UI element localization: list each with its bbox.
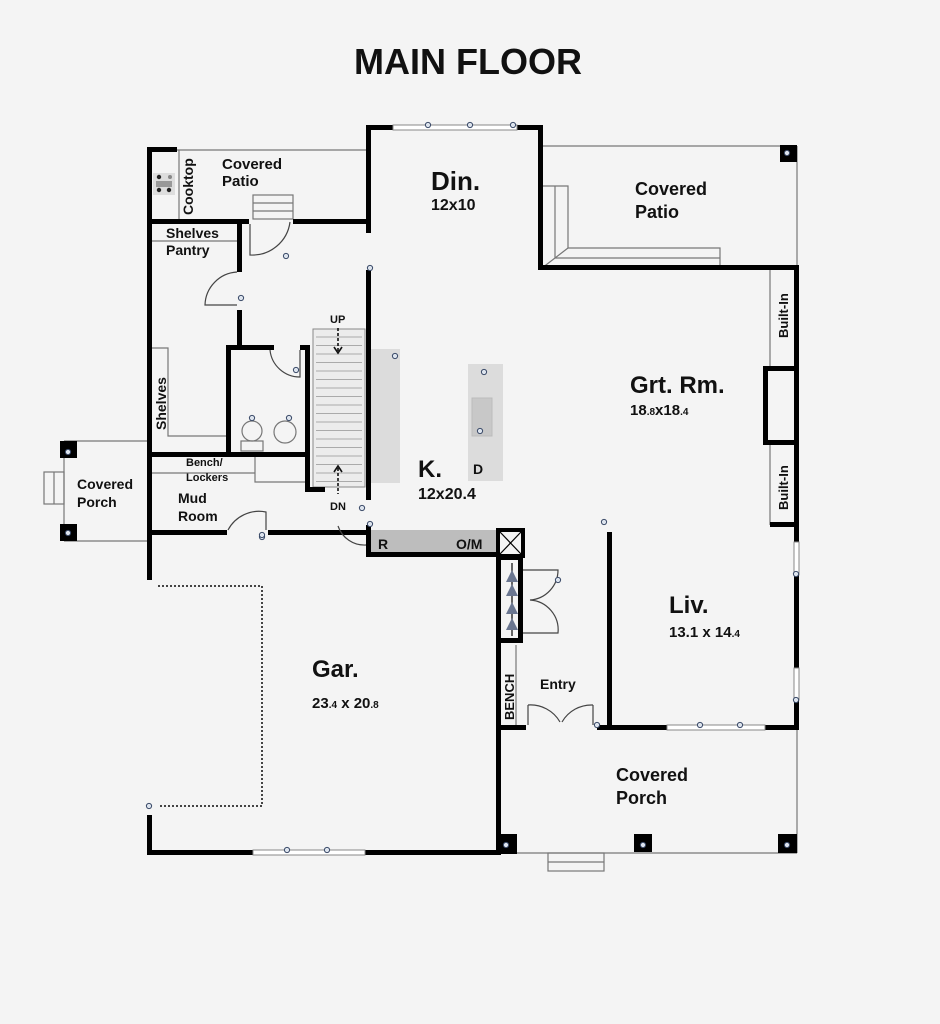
outlet-icon bbox=[64, 529, 72, 537]
garage-size: 23.4 x 20.8 bbox=[312, 695, 379, 712]
outlet-icon bbox=[145, 802, 153, 810]
toilet-icon bbox=[240, 420, 264, 452]
outlet-icon bbox=[258, 531, 266, 539]
outlet-icon bbox=[391, 352, 399, 360]
covered-patio-right-label-1: Covered bbox=[635, 179, 707, 199]
outlet-icon bbox=[554, 576, 562, 584]
sink-icon bbox=[471, 397, 493, 437]
outlet-icon bbox=[792, 696, 800, 704]
outlet-icon bbox=[480, 368, 488, 376]
entry-bench-label: BENCH bbox=[502, 674, 517, 720]
bench-label: Bench/ bbox=[186, 457, 223, 469]
outlet-icon bbox=[366, 520, 374, 528]
outlet-icon bbox=[323, 846, 331, 854]
stairs-up-label: UP bbox=[330, 314, 345, 326]
stair-arrows bbox=[333, 328, 343, 494]
outlet-icon bbox=[736, 721, 744, 729]
oven-label: O/M bbox=[456, 536, 482, 552]
kitchen-counter bbox=[370, 349, 400, 483]
built-in-bottom-label: Built-In bbox=[776, 465, 791, 510]
outlet-icon bbox=[292, 366, 300, 374]
appliance-counter bbox=[368, 530, 496, 554]
great-room-size: 18.8x18.4 bbox=[630, 402, 689, 419]
outlet-icon bbox=[424, 121, 432, 129]
coat-hooks bbox=[506, 563, 518, 636]
outlet-icon bbox=[237, 294, 245, 302]
covered-porch-left-label-1: Covered bbox=[77, 476, 133, 492]
pantry-shelves-label: Shelves bbox=[166, 225, 219, 241]
mud-room-label-1: Mud bbox=[178, 490, 207, 506]
living-size: 13.1 x 14.4 bbox=[669, 624, 740, 641]
shelves-label: Shelves bbox=[153, 377, 169, 430]
electrical-outlets bbox=[64, 121, 800, 854]
sink-basin-icon bbox=[273, 420, 297, 444]
outlet-icon bbox=[366, 264, 374, 272]
dining-size: 12x10 bbox=[431, 197, 476, 214]
outlet-icon bbox=[476, 427, 484, 435]
entry-label: Entry bbox=[540, 676, 576, 692]
outlet-icon bbox=[792, 570, 800, 578]
covered-porch-left-label-2: Porch bbox=[77, 494, 117, 510]
room-labels: Covered Patio Cooktop Shelves Pantry She… bbox=[77, 156, 791, 808]
outlet-icon bbox=[282, 252, 290, 260]
plan-title: MAIN FLOOR bbox=[354, 41, 582, 82]
cooktop-label: Cooktop bbox=[180, 158, 196, 215]
outlet-icon bbox=[285, 414, 293, 422]
dining-label: Din. bbox=[431, 166, 480, 196]
covered-porch-front-label-1: Covered bbox=[616, 765, 688, 785]
covered-patio-left-label-2: Patio bbox=[222, 173, 259, 190]
outlet-icon bbox=[783, 841, 791, 849]
windows bbox=[252, 124, 800, 856]
lockers-label: Lockers bbox=[186, 472, 228, 484]
covered-patio-left-label-1: Covered bbox=[222, 156, 282, 173]
walls bbox=[60, 125, 799, 855]
outlet-icon bbox=[502, 841, 510, 849]
stairs-down-label: DN bbox=[330, 501, 346, 513]
outlet-icon bbox=[696, 721, 704, 729]
outlet-icon bbox=[509, 121, 517, 129]
outlet-icon bbox=[358, 504, 366, 512]
built-in-top-label: Built-In bbox=[776, 293, 791, 338]
outdoor-outlines bbox=[43, 145, 798, 872]
garage-parking-outline bbox=[158, 585, 263, 807]
covered-porch-front-label-2: Porch bbox=[616, 788, 667, 808]
fridge-label: R bbox=[378, 536, 388, 552]
covered-patio-right-label-2: Patio bbox=[635, 202, 679, 222]
outlet-icon bbox=[283, 846, 291, 854]
outlet-icon bbox=[248, 414, 256, 422]
living-label: Liv. bbox=[669, 592, 709, 619]
outlet-icon bbox=[466, 121, 474, 129]
outlet-icon bbox=[593, 721, 601, 729]
staircase bbox=[316, 336, 362, 482]
cooktop-icon bbox=[153, 173, 175, 195]
great-room-label: Grt. Rm. bbox=[630, 372, 725, 399]
kitchen-size: 12x20.4 bbox=[418, 486, 476, 503]
island-label: D bbox=[473, 461, 483, 477]
outlet-icon bbox=[639, 841, 647, 849]
mud-room-label-2: Room bbox=[178, 508, 218, 524]
kitchen-label: K. bbox=[418, 456, 442, 483]
doors bbox=[204, 221, 594, 725]
outlet-icon bbox=[783, 149, 791, 157]
outlet-icon bbox=[600, 518, 608, 526]
outlet-icon bbox=[64, 448, 72, 456]
pantry-label: Pantry bbox=[166, 242, 210, 258]
garage-label: Gar. bbox=[312, 656, 359, 683]
